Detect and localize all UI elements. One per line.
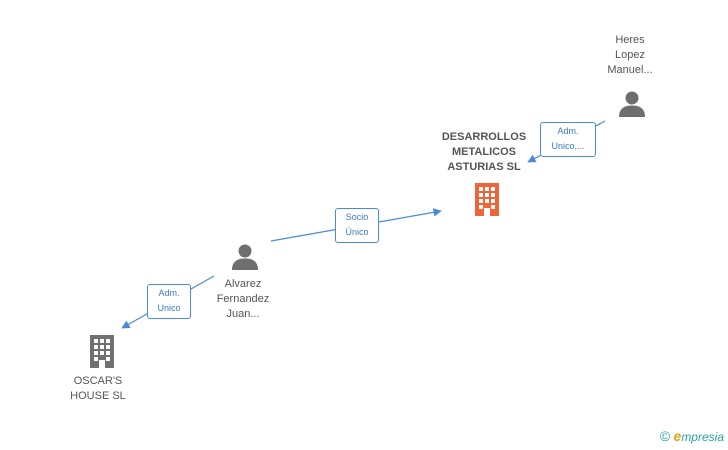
person-icon[interactable]: [617, 89, 647, 119]
building-icon[interactable]: [471, 182, 503, 216]
building-icon[interactable]: [86, 334, 118, 368]
person-node-heres[interactable]: Heres Lopez Manuel...: [590, 33, 670, 78]
edge-label-alvarez-desarrollos[interactable]: Socio Único: [335, 208, 379, 243]
brand-logo-initial: e: [673, 428, 682, 444]
company-node-oscars[interactable]: OSCAR'S HOUSE SL: [58, 374, 138, 404]
node-label[interactable]: OSCAR'S HOUSE SL: [70, 375, 126, 402]
edge-label-heres-desarrollos[interactable]: Adm. Unico,...: [540, 122, 596, 157]
node-label[interactable]: Heres Lopez Manuel...: [607, 34, 653, 76]
edge-label-alvarez-oscars[interactable]: Adm. Unico: [147, 284, 191, 319]
node-label[interactable]: Alvarez Fernandez Juan...: [216, 278, 270, 320]
company-node-desarrollos[interactable]: DESARROLLOS METALICOS ASTURIAS SL: [424, 130, 544, 175]
node-label[interactable]: DESARROLLOS METALICOS ASTURIAS SL: [441, 131, 527, 173]
brand-footer: © empresia: [660, 428, 724, 444]
brand-logo-text: mpresia: [681, 430, 724, 444]
person-node-alvarez[interactable]: Alvarez Fernandez Juan...: [203, 277, 283, 322]
copyright-icon: ©: [659, 428, 671, 444]
person-icon[interactable]: [230, 242, 260, 272]
